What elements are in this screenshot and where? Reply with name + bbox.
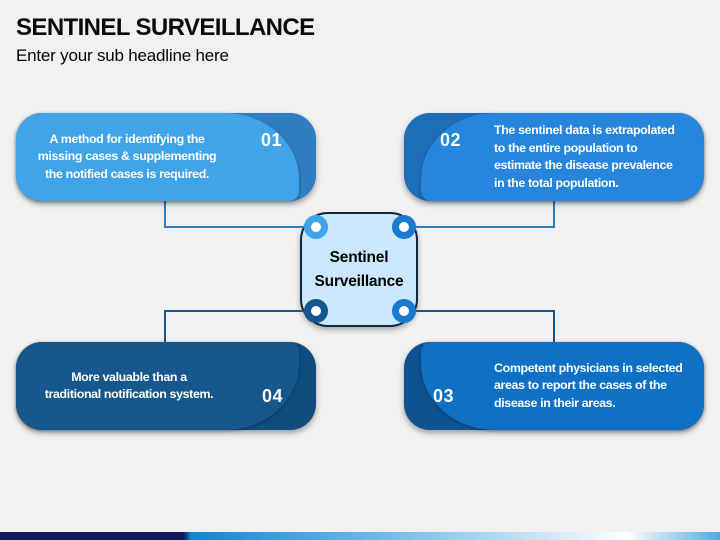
box-01-body xyxy=(16,113,299,201)
connector-box1-horizontal xyxy=(164,226,316,228)
box-04-body xyxy=(16,342,299,430)
box-02-number: 02 xyxy=(440,130,462,150)
box-02-text-line: estimate the disease prevalence xyxy=(494,158,673,172)
box-03-number: 03 xyxy=(433,386,455,406)
box-04-text-line: traditional notification system. xyxy=(44,387,214,401)
box-01-text-line: A method for identifying the xyxy=(49,131,205,146)
box-01-text-line: the notified cases is required. xyxy=(44,166,210,181)
box-01-text: A method for identifying the missing cas… xyxy=(22,113,232,201)
box-03-text-line: disease in their areas. xyxy=(494,395,616,410)
center-node-line1: Sentinel xyxy=(329,248,389,266)
footer-stripe xyxy=(0,532,720,540)
connector-box2-vertical xyxy=(553,199,555,228)
box-02-text-line: in the total population. xyxy=(494,175,619,190)
node-ring-top-left xyxy=(304,215,328,239)
node-ring-bottom-left xyxy=(304,299,328,323)
info-box-04: 04 More valuable than a traditional noti… xyxy=(16,342,316,430)
connector-box2-horizontal xyxy=(404,226,555,228)
connector-box1-vertical xyxy=(164,199,166,228)
box-02-text-line: The sentinel data is extrapolated xyxy=(494,123,675,137)
center-node-line2: Surveillance xyxy=(314,272,404,290)
slide-subtitle: Enter your sub headline here xyxy=(16,46,229,65)
slide-title: SENTINEL SURVEILLANCE xyxy=(16,14,315,41)
box-03-text-line: Competent physicians in selected xyxy=(494,360,683,375)
connector-box4-horizontal xyxy=(164,310,316,312)
info-box-02: 02 The sentinel data is extrapolated to … xyxy=(404,113,704,201)
box-02-body xyxy=(421,113,704,201)
connector-box3-vertical xyxy=(553,310,555,343)
box-04-text: More valuable than a traditional notific… xyxy=(24,342,234,430)
center-node-label: Sentinel Surveillance xyxy=(315,246,404,294)
box-03-text: Competent physicians in selected areas t… xyxy=(494,342,700,430)
box-01-text-line: missing cases & supplementing xyxy=(37,149,217,164)
box-03-body xyxy=(421,342,704,430)
box-03-text-line: areas to report the cases of the xyxy=(494,378,667,393)
connector-box3-horizontal xyxy=(404,310,555,312)
node-ring-top-right xyxy=(392,215,416,239)
node-ring-bottom-right xyxy=(392,299,416,323)
box-01-number: 01 xyxy=(261,130,283,150)
box-04-number: 04 xyxy=(262,386,284,406)
info-box-01: 01 A method for identifying the missing … xyxy=(16,113,316,201)
box-02-text: The sentinel data is extrapolated to the… xyxy=(494,113,700,201)
box-02-text-line: to the entire population to xyxy=(494,140,638,155)
info-box-03: 03 Competent physicians in selected area… xyxy=(404,342,704,430)
connector-box4-vertical xyxy=(164,310,166,343)
box-04-text-line: More valuable than a xyxy=(71,369,187,384)
